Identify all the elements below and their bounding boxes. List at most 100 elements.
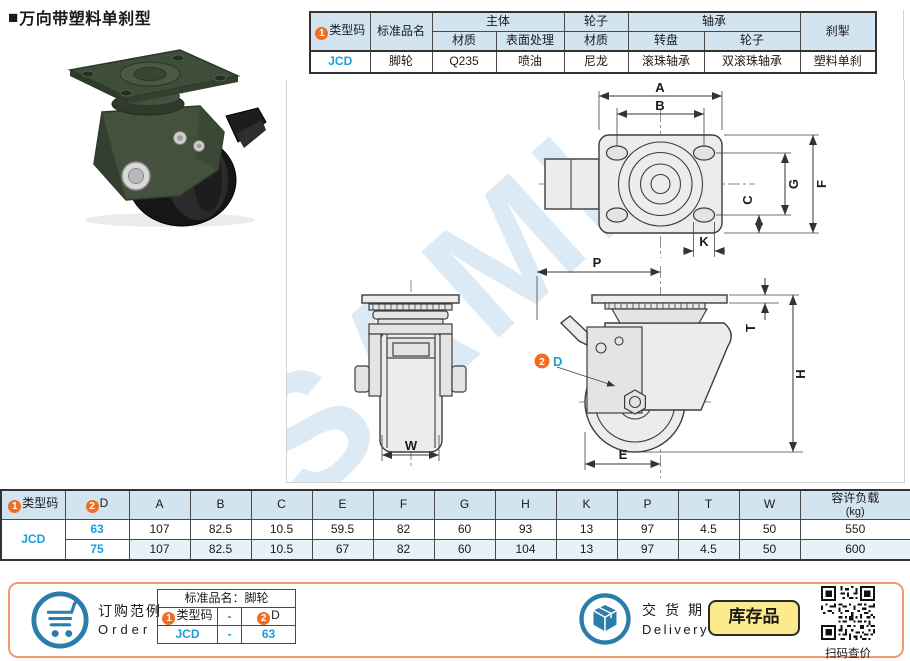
dim-cell: 4.5 [677, 519, 740, 540]
spec-wheel-bearing: 双滚珠轴承 [703, 50, 801, 74]
spec-header-swivel-plate: 转盘 [627, 31, 705, 52]
dim-cell: 50 [738, 519, 801, 540]
title-marker: ■ [8, 7, 19, 27]
order-d-value: 63 [240, 625, 297, 644]
dim-d-value: 75 [64, 539, 130, 561]
dim-label-t: T [743, 324, 758, 332]
page-title: ■ 万向带塑料单刹型 [8, 5, 151, 29]
badge-2-icon: 2 [539, 357, 545, 368]
dim-label-e: E [619, 447, 628, 462]
dim-cell: 82.5 [189, 539, 252, 561]
order-example-label-cn: 订购范例 [98, 603, 162, 619]
order-dash: - [217, 607, 242, 626]
spec-header-bearing-group: 轴承 [627, 11, 801, 32]
dim-row-75: 75 107 82.5 10.5 67 82 60 104 13 97 4.5 … [1, 539, 910, 561]
dim-cell: 82.5 [189, 519, 252, 540]
dim-cell: 13 [555, 519, 618, 540]
dim-label-b: B [655, 98, 664, 113]
page-title-text: 万向带塑料单刹型 [19, 11, 152, 28]
dim-cell: 104 [494, 539, 557, 561]
dim-header-a: A [128, 489, 191, 520]
dim-header-t: T [677, 489, 740, 520]
dim-cell: 10.5 [250, 539, 313, 561]
dim-header-e: E [311, 489, 374, 520]
dim-header-p: P [616, 489, 679, 520]
spec-wheel-material: 尼龙 [563, 50, 629, 74]
qr-code-block: 扫码查价 [820, 586, 876, 661]
product-photo [67, 49, 267, 227]
spec-header-surface: 表面处理 [495, 31, 565, 52]
dim-cell: 82 [372, 519, 435, 540]
spec-standard-name: 脚轮 [369, 50, 433, 74]
dim-label-w: W [405, 438, 418, 453]
dim-load-value: 550 [799, 519, 910, 540]
dim-cell: 4.5 [677, 539, 740, 561]
badge-1-icon: 1 [315, 26, 329, 40]
dim-cell: 10.5 [250, 519, 313, 540]
qr-code-icon [821, 586, 875, 640]
qr-caption: 扫码查价 [825, 648, 871, 660]
dim-cell: 60 [433, 539, 496, 561]
dim-label-k: K [699, 234, 709, 249]
order-example-label-en: Order [98, 622, 152, 637]
technical-drawing-panel: SAML A B F G C [286, 80, 905, 483]
spec-header-wheel-bearing: 轮子 [703, 31, 801, 52]
dim-d-value: 63 [64, 519, 130, 540]
front-view-drawing: W [354, 280, 467, 468]
spec-header-brake: 刹掣 [799, 11, 877, 52]
dim-header-b: B [189, 489, 252, 520]
spec-row: JCD 脚轮 Q235 喷油 尼龙 滚珠轴承 双滚珠轴承 塑料单刹 [309, 50, 877, 74]
dim-cell: 82 [372, 539, 435, 561]
dim-label-p: P [593, 255, 602, 270]
spec-header-material: 材质 [431, 31, 497, 52]
delivery-icon [579, 593, 631, 645]
dim-cell: 93 [494, 519, 557, 540]
spec-type-code: JCD [309, 50, 371, 74]
order-table-header: 标准品名：脚轮 [156, 589, 297, 608]
dim-cell: 13 [555, 539, 618, 561]
dim-label-c: C [740, 195, 755, 205]
order-dash-value: - [217, 625, 242, 644]
dim-label-d: D [553, 354, 562, 369]
top-view-drawing: A B F G C K [539, 80, 829, 258]
dim-row-63: JCD 63 107 82.5 10.5 59.5 82 60 93 13 97… [0, 519, 910, 561]
order-code: JCD [157, 625, 218, 644]
panel-border-extension [903, 10, 904, 80]
spec-header-main-group: 主体 [431, 11, 565, 32]
dim-cell: 50 [738, 539, 801, 561]
dim-label-h: H [793, 369, 808, 378]
dim-header-g: G [433, 489, 496, 520]
spec-brake: 塑料单刹 [799, 50, 877, 74]
dim-header-load: 容许负载(kg) [799, 489, 910, 520]
dim-type-code: JCD [0, 519, 66, 561]
delivery-label-en: Delivery [642, 622, 709, 637]
caster-photo-illustration [67, 49, 267, 227]
cart-icon [31, 591, 89, 649]
dim-cell: 107 [128, 539, 191, 561]
spec-material: Q235 [431, 50, 497, 74]
dim-label-g: G [786, 179, 801, 189]
badge-2-icon: 2 [257, 611, 271, 625]
wheel-diameter-callout: 2 D [534, 353, 616, 387]
dim-header-c: C [250, 489, 313, 520]
spec-swivel-bearing: 滚珠轴承 [627, 50, 705, 74]
dim-header-k: K [555, 489, 618, 520]
dim-label-a: A [655, 80, 665, 95]
spec-header-standard-name: 标准品名 [369, 11, 433, 52]
delivery-label-cn: 交货期 [642, 602, 711, 618]
stock-button[interactable]: 库存品 [708, 600, 800, 636]
spec-header-wheel-group: 轮子 [563, 11, 629, 32]
spec-header-wheel-material: 材质 [563, 31, 629, 52]
dim-cell: 60 [433, 519, 496, 540]
dim-cell: 97 [616, 519, 679, 540]
dim-load-value: 600 [799, 539, 910, 561]
